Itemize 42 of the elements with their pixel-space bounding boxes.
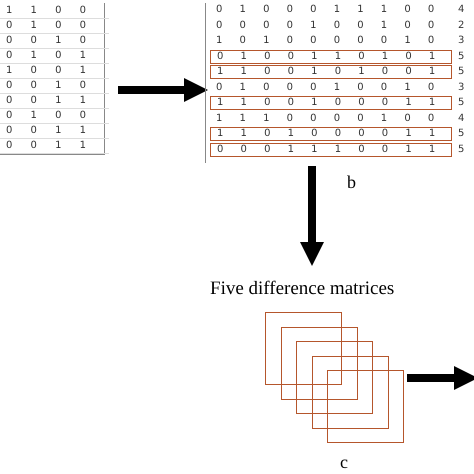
- group-title: Five difference matrices: [210, 278, 394, 300]
- highlighted-row: 1 1 0 0 1 0 0 0 1 1: [210, 96, 452, 110]
- matrix-row-text: 1 1 1 0 0 0 0 1 0 0: [215, 112, 436, 126]
- matrix-row: 0 0 1 0: [0, 78, 109, 94]
- matrix-row: 0 0 1 1: [0, 123, 109, 139]
- row-count: 5: [458, 127, 464, 141]
- row-count: 4: [458, 3, 464, 17]
- matrix-row: 0 0 1 0: [0, 33, 109, 49]
- arrow: [300, 166, 324, 266]
- arrow: [118, 78, 208, 102]
- arrow: [407, 366, 474, 390]
- row-count: 3: [458, 34, 464, 48]
- row-count: 5: [458, 96, 464, 110]
- square-outline: [312, 356, 388, 428]
- panel-letter: b: [347, 172, 356, 193]
- row-count: 3: [458, 80, 464, 94]
- square-outline: [327, 370, 404, 443]
- highlighted-row: 1 1 0 1 0 0 0 0 1 1: [210, 127, 452, 141]
- panel-letter: c: [340, 452, 348, 473]
- matrix-row: 0 1 0 0: [0, 18, 109, 34]
- row-count: 5: [458, 65, 464, 79]
- matrix-table: [205, 3, 465, 163]
- row-count: 5: [458, 50, 464, 64]
- matrix-row-text: 0 1 0 0 0 1 1 1 0 0: [215, 3, 436, 17]
- highlighted-row: 0 0 0 1 1 1 0 0 1 1: [210, 142, 452, 156]
- matrix-row: 1 0 0 1: [0, 63, 109, 79]
- matrix-row: 1 1 0 0: [0, 3, 109, 19]
- row-count: 4: [458, 112, 464, 126]
- matrix-row: 0 0 1 1: [0, 93, 109, 109]
- square-outline: [265, 312, 342, 385]
- square-outline: [280, 326, 358, 400]
- matrix-row: 0 0 1 1: [0, 138, 109, 154]
- matrix-row-text: 0 1 0 0 0 1 0 0 1 0: [215, 80, 436, 94]
- row-count: 5: [458, 142, 464, 156]
- square-outline: [296, 341, 373, 414]
- matrix-row-text: 1 0 1 0 0 0 0 0 1 0: [215, 34, 436, 48]
- row-count: 2: [458, 18, 464, 32]
- highlighted-row: 1 1 0 0 1 0 1 0 0 1: [210, 65, 452, 79]
- matrix-row-text: 0 0 0 0 1 0 0 1 0 0: [215, 18, 436, 32]
- matrix-row: 0 1 0 0: [0, 108, 109, 124]
- matrix-row: 0 1 0 1: [0, 48, 109, 64]
- highlighted-row: 0 1 0 0 1 1 0 1 0 1: [210, 50, 452, 64]
